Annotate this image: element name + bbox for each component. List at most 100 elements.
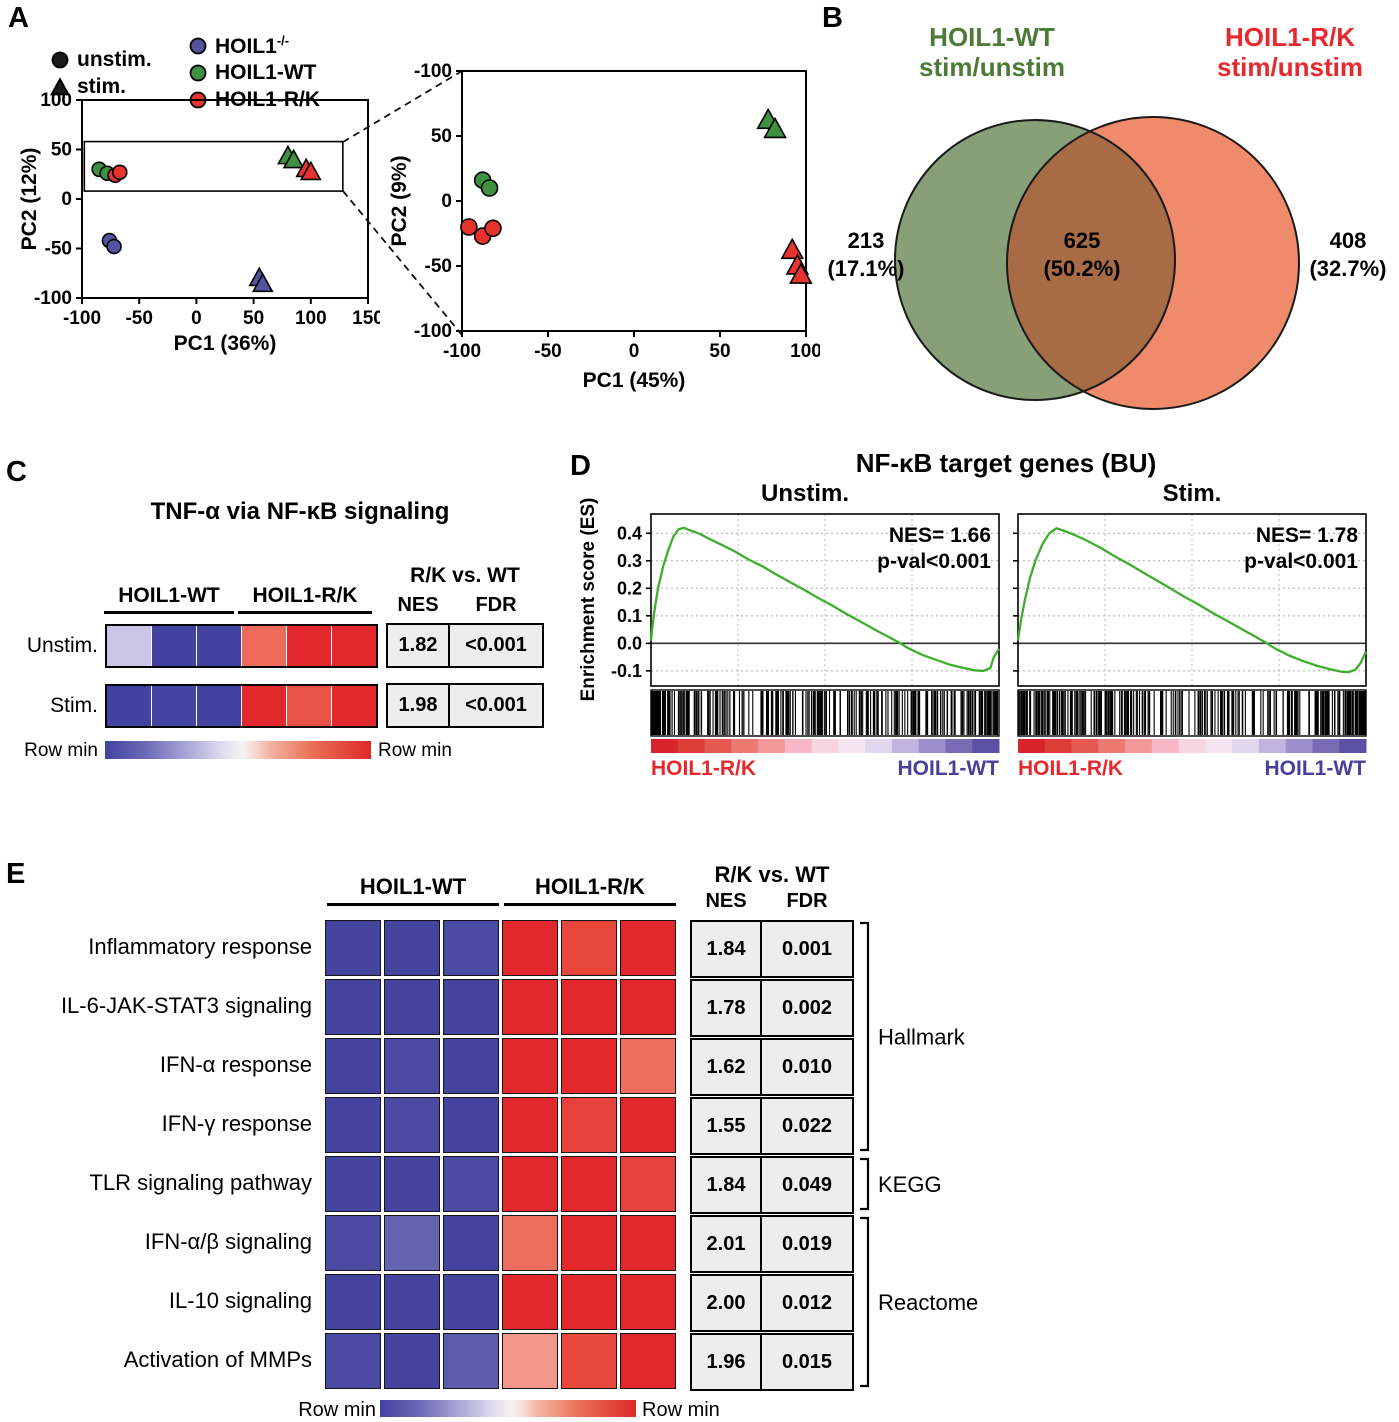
group-bracket xyxy=(860,1157,870,1211)
heatmap-cell xyxy=(384,1097,440,1153)
phenotype-strip-segment xyxy=(1125,739,1153,753)
heatmap-cell xyxy=(620,979,676,1035)
hoil1-rk-unstim-point xyxy=(484,219,502,238)
e-rowmin-right: Row min xyxy=(642,1399,720,1421)
heatmap-cell xyxy=(620,1215,676,1271)
heatmap-cell xyxy=(384,1038,440,1094)
heatmap-cell xyxy=(620,1274,676,1330)
heatmap-cell xyxy=(443,979,499,1035)
svg-text: HOIL1-R/K xyxy=(651,757,756,780)
phenotype-strip-segment xyxy=(1205,739,1233,753)
unstim-circle-icon xyxy=(51,51,69,68)
heatmap-cell xyxy=(332,626,376,666)
zoom-box xyxy=(83,140,344,192)
svg-text: -100 xyxy=(414,61,452,82)
fdr-cell: 0.002 xyxy=(760,979,854,1037)
c-col-header-wt: HOIL1-WT xyxy=(104,584,234,614)
hoil1-rk-stim-point xyxy=(299,160,322,181)
nes-cell: 1.82 xyxy=(386,623,450,668)
hoil1-ko-circle-icon xyxy=(189,37,207,54)
phenotype-strip-segment xyxy=(1071,739,1099,753)
svg-text: 0.0 xyxy=(617,633,642,653)
heatmap-cell xyxy=(443,1156,499,1212)
heatmap-row-6 xyxy=(325,1274,676,1330)
heatmap-cell xyxy=(242,626,286,666)
svg-text: 100 xyxy=(295,308,327,329)
svg-text: 0 xyxy=(441,191,452,212)
svg-text: PC2 (9%) xyxy=(390,155,411,246)
svg-text: 0.1 xyxy=(617,606,642,626)
heatmap-cell xyxy=(287,686,331,726)
phenotype-strip-segment xyxy=(1151,739,1180,753)
c-col-header-rk: HOIL1-R/K xyxy=(238,584,372,614)
heatmap-cell xyxy=(502,1038,558,1094)
nes-cell: 1.84 xyxy=(690,1156,762,1214)
svg-text: (50.2%) xyxy=(1043,256,1120,281)
phenotype-strip-segment xyxy=(945,739,973,753)
heatmap-cell xyxy=(620,1156,676,1212)
heatmap-cell xyxy=(197,626,241,666)
svg-text: 50 xyxy=(709,341,730,362)
svg-text: PC1 (36%) xyxy=(174,332,277,355)
group-bracket xyxy=(860,1216,870,1388)
legend-item-unstim: unstim. xyxy=(50,46,152,73)
hoil1-rk-stim-point xyxy=(780,237,805,260)
fdr-cell: <0.001 xyxy=(448,623,544,668)
pathway-label: IL-6-JAK-STAT3 signaling xyxy=(60,993,312,1018)
c-nes-header: NES xyxy=(397,594,439,616)
phenotype-strip-segment xyxy=(677,739,706,753)
hoil1-rk-stim-point xyxy=(789,262,813,284)
stim-triangle-icon xyxy=(50,76,70,95)
fdr-cell: 0.022 xyxy=(760,1097,854,1155)
nes-cell: 1.62 xyxy=(690,1038,762,1096)
pathway-label: Activation of MMPs xyxy=(123,1347,312,1372)
panel-d-label: D xyxy=(570,450,591,482)
heatmap-row-1 xyxy=(105,684,378,728)
svg-text: 0 xyxy=(629,341,640,362)
pathway-label: Inflammatory response xyxy=(88,934,312,959)
heatmap-row-5 xyxy=(325,1215,676,1271)
phenotype-strip-segment xyxy=(811,739,839,753)
heatmap-cell xyxy=(502,1156,558,1212)
heatmap-cell xyxy=(384,1274,440,1330)
nes-cell: 2.01 xyxy=(690,1215,762,1273)
heatmap-cell xyxy=(443,1038,499,1094)
pathway-label: IFN-α response xyxy=(159,1052,312,1077)
phenotype-strip-segment xyxy=(972,739,1000,753)
legend-label-hoil1-wt: HOIL1-WT xyxy=(215,60,317,84)
svg-text: -100 xyxy=(414,321,452,342)
legend-item-stim: stim. xyxy=(50,73,152,100)
c-rowmin-right: Row min xyxy=(378,740,452,761)
heatmap-cell xyxy=(620,1038,676,1094)
fdr-cell: 0.001 xyxy=(760,920,854,978)
nes-cell: 1.96 xyxy=(690,1333,762,1391)
heatmap-cell xyxy=(242,686,286,726)
heatmap-cell xyxy=(502,1215,558,1271)
phenotype-strip-segment xyxy=(1018,739,1046,753)
hoil1-rk-unstim-point xyxy=(111,164,128,181)
hoil1-rk-unstim-point xyxy=(460,218,478,236)
phenotype-strip-segment xyxy=(758,739,786,753)
heatmap-cell xyxy=(561,979,617,1035)
e-rowmin-left: Row min xyxy=(298,1399,376,1421)
svg-text: HOIL1-WT xyxy=(929,22,1055,52)
hoil1-ko-stim-point xyxy=(251,272,274,293)
svg-text: HOIL1-WT xyxy=(898,757,1000,780)
heatmap-cell xyxy=(620,1097,676,1153)
svg-text: p-val<0.001 xyxy=(877,550,991,573)
nes-cell: 2.00 xyxy=(690,1274,762,1332)
heatmap-cell xyxy=(443,1097,499,1153)
svg-text: 50 xyxy=(243,308,264,329)
heatmap-cell xyxy=(287,626,331,666)
heatmap-cell xyxy=(107,686,151,726)
enrichment-curve xyxy=(649,526,1000,673)
nes-cell: 1.78 xyxy=(690,979,762,1037)
